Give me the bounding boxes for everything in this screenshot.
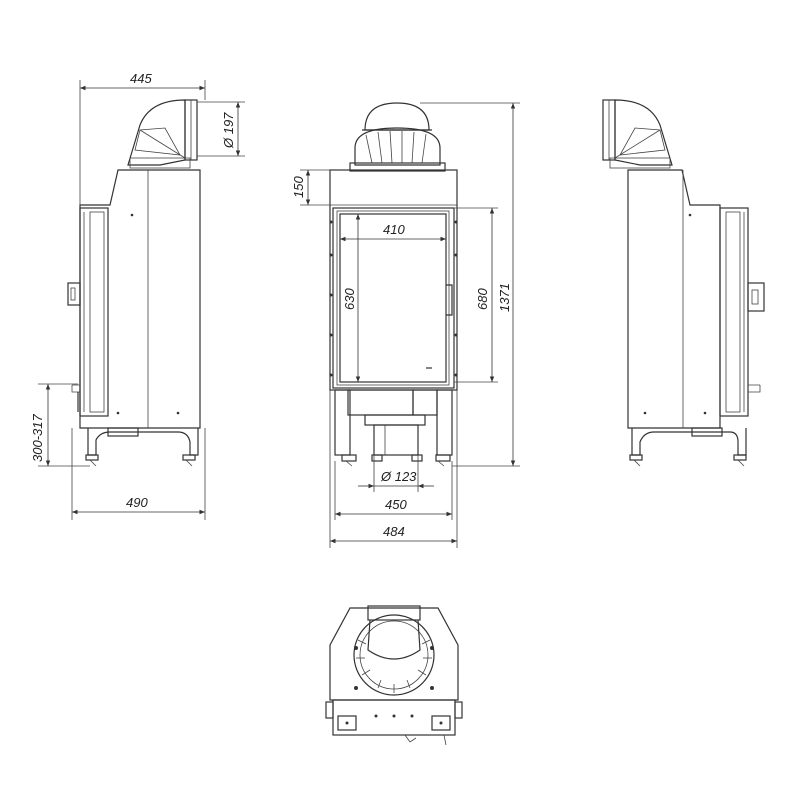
flue-outlet-top (367, 605, 421, 621)
left-side-view: 445 Ø 197 490 300-317 (30, 71, 245, 520)
air-inlet (373, 424, 419, 456)
glass-panel (339, 213, 447, 383)
door-handle-front (446, 284, 453, 316)
flue-elbow-right (614, 99, 673, 166)
dim-490: 490 (126, 495, 148, 510)
front-view: 150 410 630 680 1371 Ø 123 450 484 (291, 102, 520, 548)
door-handle-right (747, 282, 765, 312)
dim-1371: 1371 (497, 283, 512, 312)
dim-680: 680 (475, 288, 490, 310)
dim-484: 484 (383, 524, 405, 539)
ring-ribs (356, 639, 432, 693)
flue-dome (364, 102, 430, 131)
stove-body-front (329, 169, 458, 391)
dim-diameter-123: Ø 123 (380, 469, 417, 484)
flue-collar-top (367, 619, 421, 660)
dim-445: 445 (130, 71, 152, 86)
dim-450: 450 (385, 497, 407, 512)
door-frame-front (332, 207, 455, 389)
dim-630: 630 (342, 288, 357, 310)
right-side-view (602, 99, 765, 467)
stove-body-side (79, 169, 201, 429)
dim-410: 410 (383, 222, 405, 237)
top-view (325, 605, 463, 746)
dim-diameter-197: Ø 197 (221, 112, 236, 149)
door-frame-side (79, 207, 109, 417)
dim-300-317: 300-317 (30, 414, 45, 462)
door-bolts (329, 220, 458, 377)
flue-elbow (127, 99, 186, 166)
top-plate (329, 607, 459, 701)
stove-body-side-right (627, 169, 721, 429)
door-handle-side (67, 282, 81, 306)
dim-150: 150 (291, 176, 306, 198)
flue-ring-outer (353, 614, 435, 696)
